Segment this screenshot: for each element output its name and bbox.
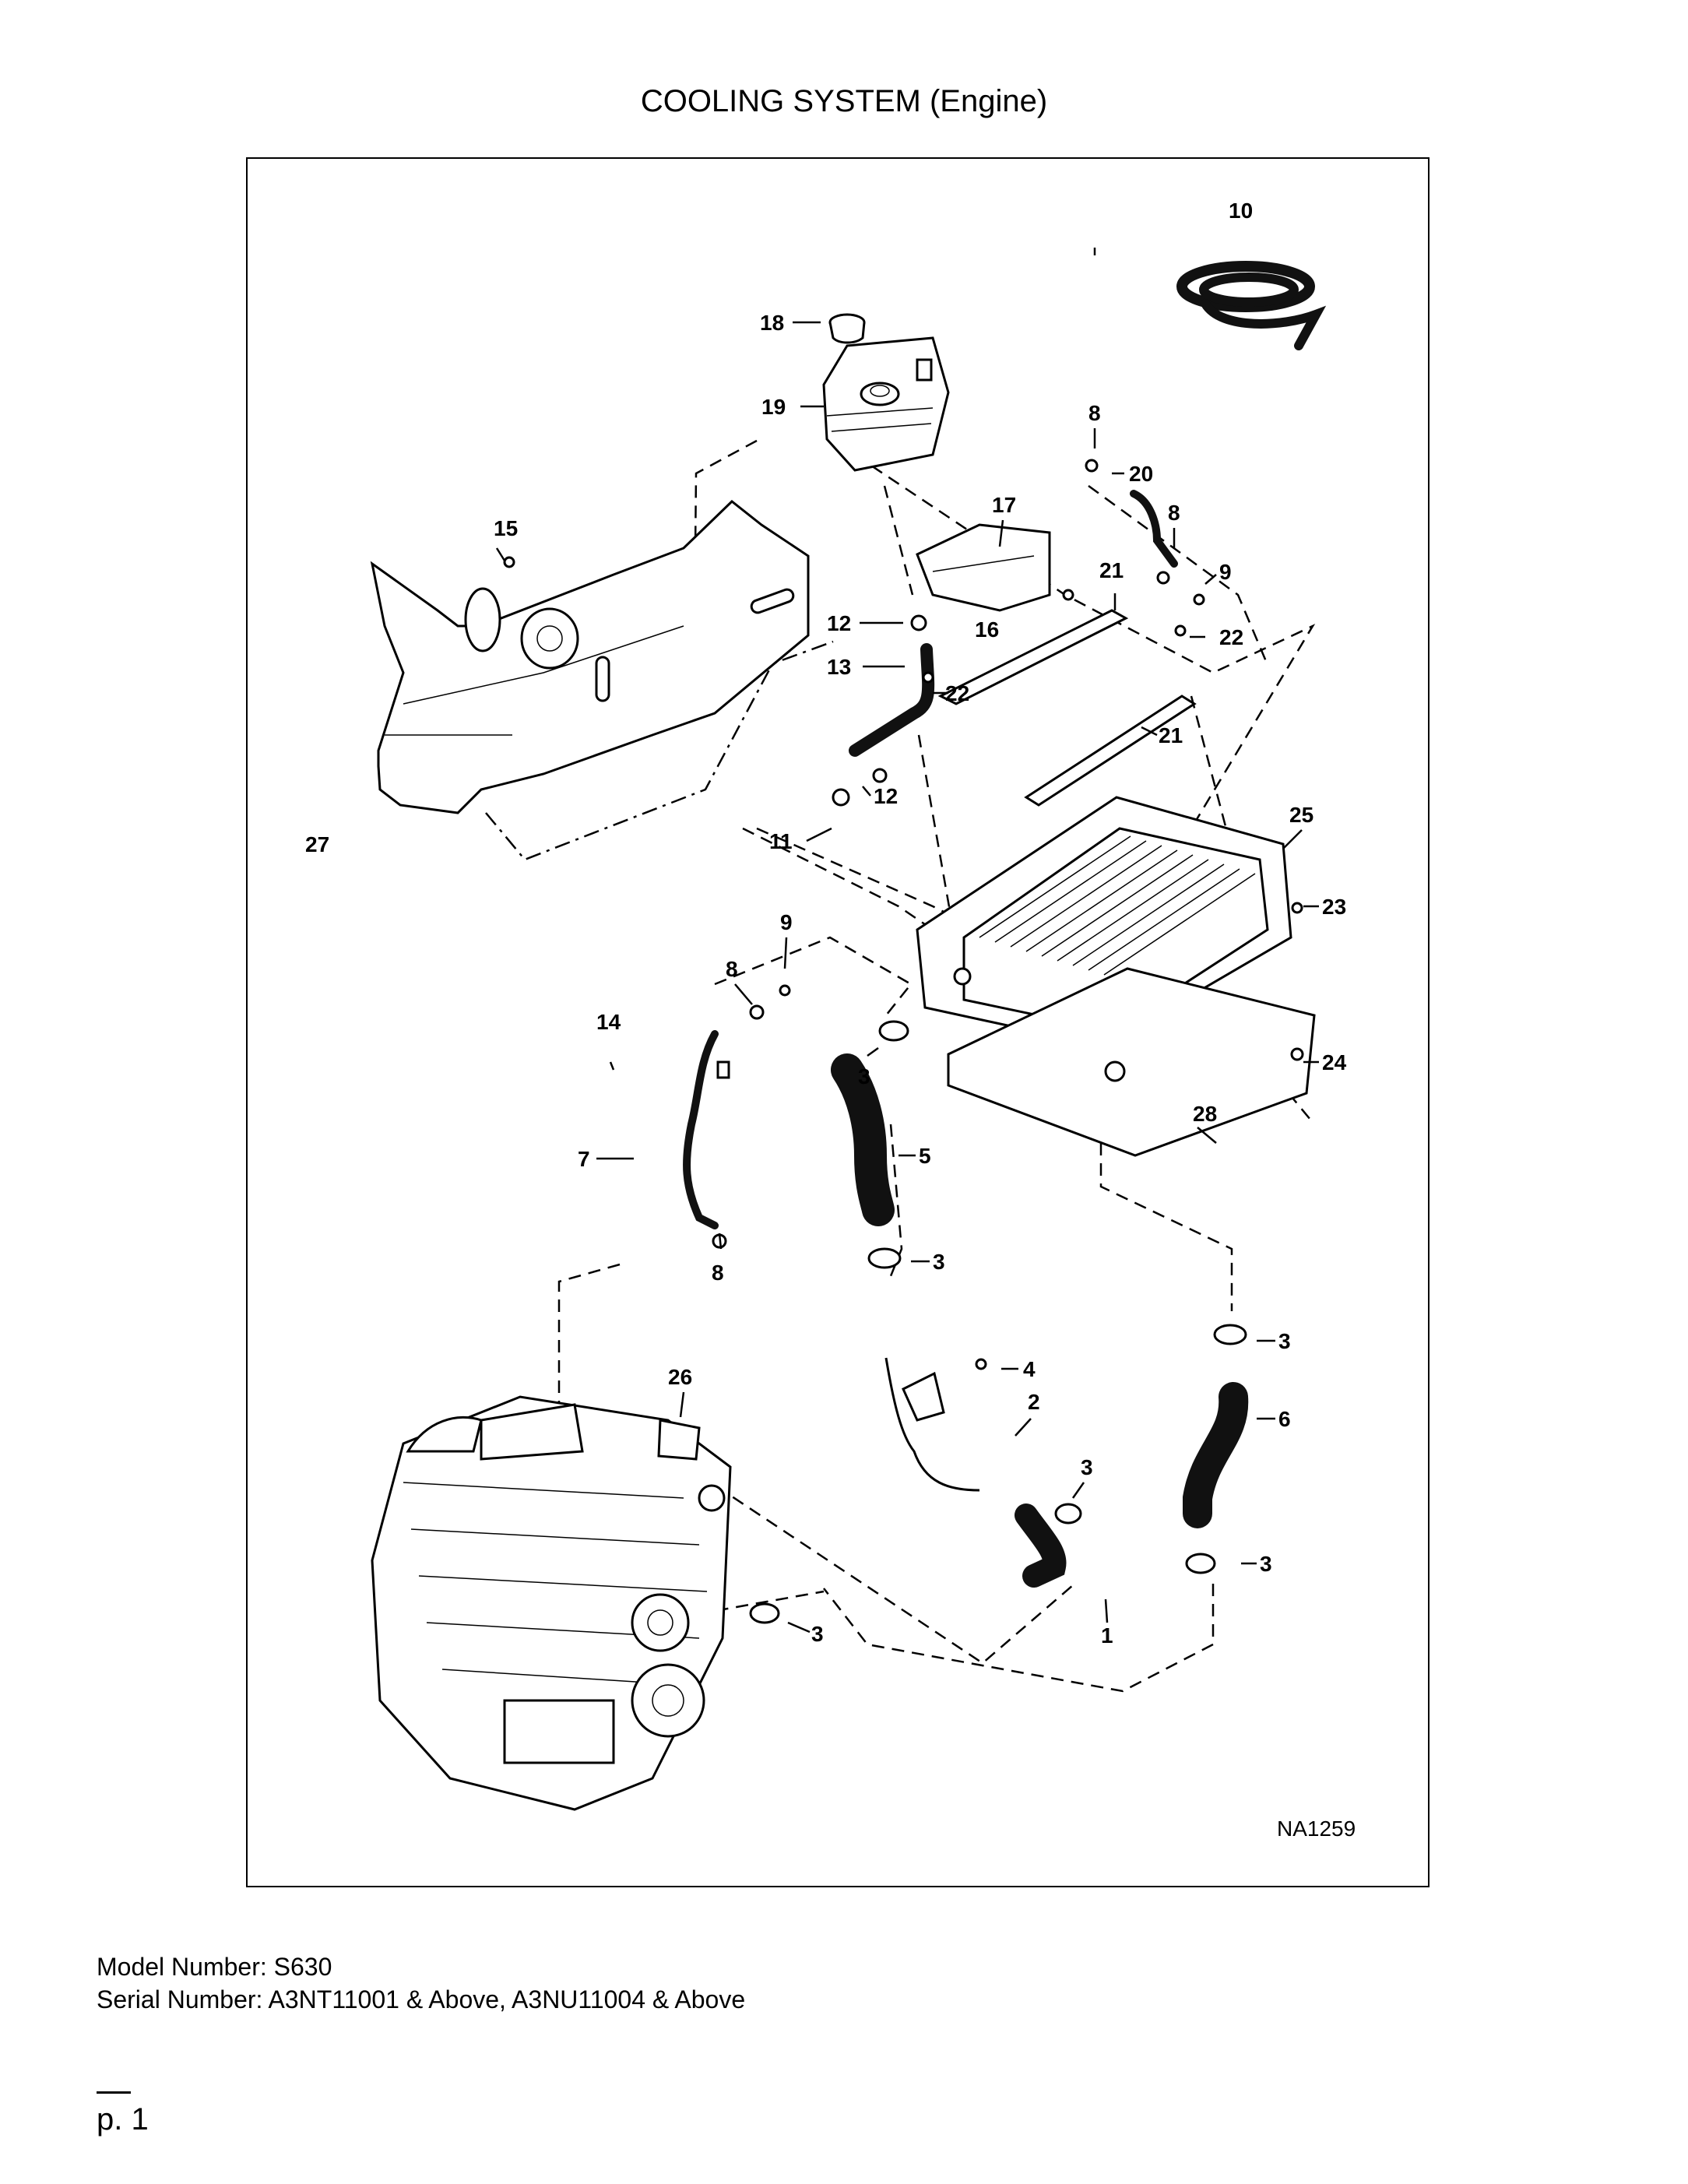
callout-14: 14 — [596, 1010, 621, 1034]
callout-21: 21 — [1099, 558, 1124, 582]
part-21-straps — [937, 609, 1197, 807]
callout-16: 16 — [975, 617, 999, 642]
callout-23: 23 — [1322, 895, 1346, 919]
part-5-hose — [831, 1053, 895, 1226]
callout-3: 3 — [858, 1064, 870, 1088]
callout-13: 13 — [827, 655, 851, 679]
model-number: Model Number: S630 — [97, 1953, 332, 1981]
callout-12: 12 — [874, 784, 898, 808]
part-18-cap — [828, 313, 866, 344]
callout-24: 24 — [1322, 1050, 1347, 1074]
part-26-engine — [371, 1395, 732, 1811]
serial-number: Serial Number: A3NT11001 & Above, A3NU11… — [97, 1985, 746, 2013]
drawing-number: NA1259 — [1277, 1816, 1356, 1841]
page-title: COOLING SYSTEM (Engine) — [640, 84, 1048, 118]
callout-7: 7 — [578, 1147, 590, 1171]
part-27-frame-bracket — [370, 500, 810, 814]
callout-21: 21 — [1159, 723, 1183, 747]
callout-3: 3 — [933, 1250, 945, 1274]
callout-20: 20 — [1129, 462, 1153, 486]
callout-18: 18 — [760, 311, 784, 335]
part-10-hose-coil — [1176, 261, 1327, 350]
part-17-bracket — [916, 523, 1051, 612]
callout-3: 3 — [811, 1622, 824, 1646]
diagram-frame: 10 18 19 8 20 8 9 17 21 22 12 16 15 13 2… — [246, 157, 1430, 1887]
part-1-elbow-hose — [1015, 1503, 1067, 1588]
callout-4: 4 — [1023, 1357, 1036, 1381]
clamps-3 — [749, 1020, 1247, 1624]
callout-12: 12 — [827, 611, 851, 635]
callout-2: 2 — [1028, 1390, 1040, 1414]
callout-leaders — [495, 248, 1319, 1634]
cooling-system-exploded-diagram: 10 18 19 8 20 8 9 17 21 22 12 16 15 13 2… — [305, 199, 1356, 1841]
callout-1: 1 — [1101, 1623, 1113, 1648]
callout-9: 9 — [1219, 560, 1232, 584]
callout-6: 6 — [1278, 1407, 1291, 1431]
callout-28: 28 — [1193, 1102, 1217, 1126]
callout-17: 17 — [992, 493, 1016, 517]
callout-5: 5 — [919, 1144, 931, 1168]
page-number: p. 1 — [97, 2102, 149, 2137]
callout-3: 3 — [1260, 1552, 1272, 1576]
callout-10: 10 — [1229, 199, 1253, 223]
part-20-hose — [1130, 490, 1178, 568]
callouts: 10 18 19 8 20 8 9 17 21 22 12 16 15 13 2… — [305, 199, 1356, 1841]
part-7-hose — [683, 1030, 719, 1229]
part-13-hose — [849, 643, 935, 757]
callout-15: 15 — [494, 516, 518, 540]
small-hardware — [503, 459, 1304, 1370]
part-19-coolant-tank — [822, 336, 950, 472]
part-25-radiator — [916, 796, 1316, 1157]
part-6-hose — [1183, 1382, 1249, 1528]
callout-22: 22 — [1219, 625, 1243, 649]
callout-19: 19 — [761, 395, 786, 419]
callout-26: 26 — [668, 1365, 692, 1389]
page-number-rule — [97, 2091, 131, 2094]
callout-9: 9 — [780, 910, 793, 934]
callout-3: 3 — [1278, 1329, 1291, 1353]
callout-27: 27 — [305, 832, 329, 856]
callout-8: 8 — [1168, 501, 1180, 525]
callout-11: 11 — [769, 829, 793, 853]
part-2-tube — [884, 1357, 980, 1492]
callout-8: 8 — [1088, 401, 1101, 425]
callout-8: 8 — [712, 1261, 724, 1285]
callout-3: 3 — [1081, 1455, 1093, 1479]
callout-8: 8 — [726, 957, 738, 981]
radiator-fins — [979, 835, 1256, 976]
callout-22: 22 — [945, 681, 969, 705]
callout-25: 25 — [1289, 803, 1313, 827]
